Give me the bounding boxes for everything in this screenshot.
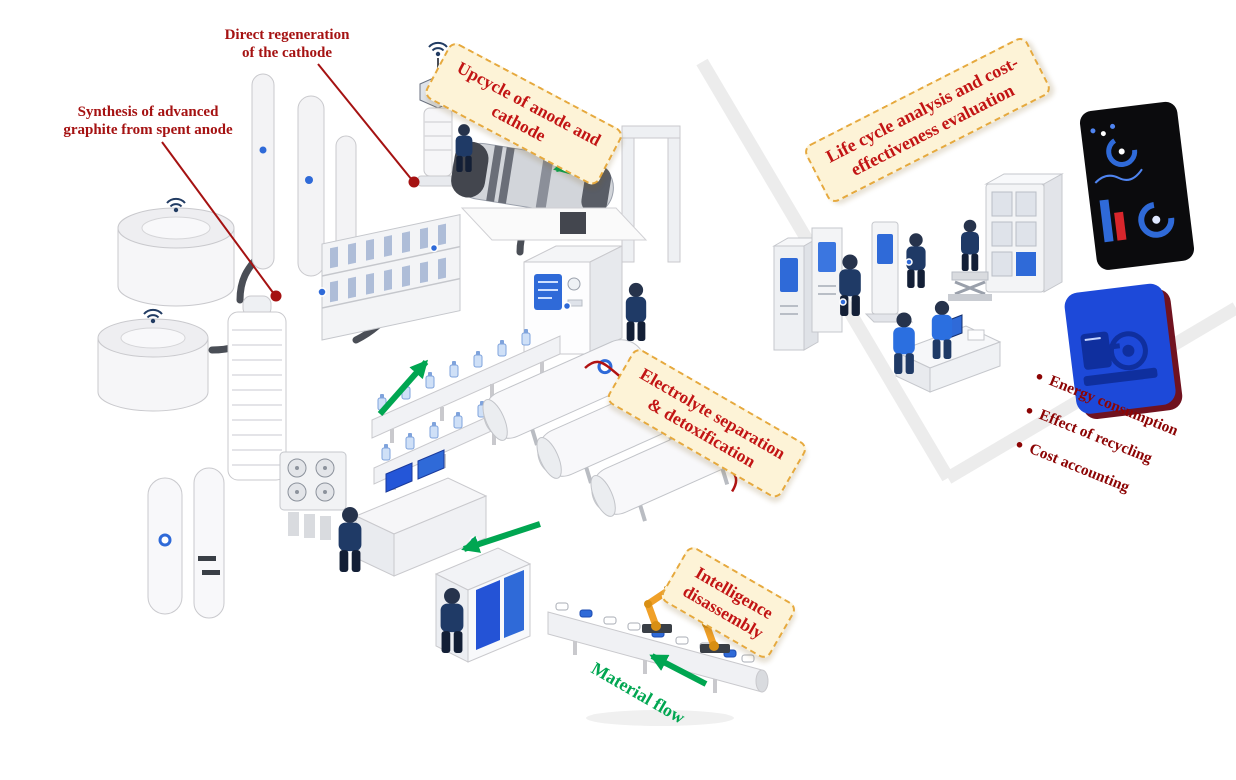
disassembly-conveyor: [547, 602, 769, 726]
bar-blue: [1099, 199, 1114, 243]
kiosk-screen: [877, 234, 893, 264]
control-console: [354, 449, 488, 577]
worker-figure: [625, 282, 647, 341]
machine-blueprint-card: [1064, 283, 1183, 420]
callout-line: Direct regeneration: [224, 27, 350, 43]
callout-synthesis: Synthesis of advanced graphite from spen…: [52, 103, 244, 140]
battery-cell: [675, 636, 689, 645]
callout-line: graphite from spent anode: [63, 122, 233, 139]
battery-bottle: [473, 350, 483, 368]
packed-column: [227, 295, 287, 481]
battery-cell: [579, 609, 593, 618]
info-kiosk: [864, 221, 914, 323]
battery-bottle: [497, 339, 507, 357]
cabinet-panel-screen: [1016, 252, 1036, 276]
cabinet-screen: [476, 580, 500, 650]
worker-figure: [961, 219, 979, 271]
electrolysis-unit: [523, 245, 623, 355]
storage-tank-2: [97, 308, 209, 412]
battery-cell: [741, 654, 755, 663]
control-cabinet: [984, 173, 1064, 293]
leader-synthesis: [161, 141, 282, 302]
donut-chart: [1138, 201, 1175, 238]
slim-tank-2: [193, 467, 225, 619]
flow-arrow-diagonal: [377, 359, 429, 416]
battery-bottle: [453, 411, 463, 429]
gantry-frame: [621, 125, 681, 263]
battery-cell: [627, 622, 641, 631]
ventilation-unit: [279, 451, 347, 540]
unit-screen: [534, 274, 562, 310]
battery-bottle: [381, 443, 391, 461]
battery-bottle: [425, 371, 435, 389]
battery-bottle: [449, 360, 459, 378]
flow-arrow-material: [649, 653, 708, 687]
gauge-chart: [1106, 135, 1138, 167]
kiln-support-table: [460, 207, 648, 241]
cabinet-screen: [504, 570, 524, 638]
server-screen: [818, 242, 836, 272]
analytics-dashboard: [1079, 101, 1195, 270]
server-towers: [772, 227, 843, 351]
bar-red: [1114, 211, 1127, 241]
battery-bottle: [405, 432, 415, 450]
scissor-lift: [948, 271, 992, 301]
callout-line: of the cathode: [242, 45, 332, 62]
console-screen: [385, 462, 413, 493]
server-screen: [780, 258, 798, 292]
callout-direct-regeneration: Direct regeneration of the cathode: [202, 26, 372, 63]
callout-line: Synthesis of advanced: [77, 104, 219, 120]
battery-cell: [555, 602, 569, 611]
slim-tank-1: [147, 477, 183, 615]
storage-tank-1: [117, 197, 235, 307]
flow-arrow-lower: [461, 521, 541, 553]
electrode-rack: [321, 214, 461, 341]
battery-bottle: [429, 421, 439, 439]
bottle-conveyor-1: [371, 328, 561, 443]
console-screen: [417, 449, 445, 480]
display-cabinet: [434, 547, 532, 663]
battery-cell: [603, 616, 617, 625]
leader-direct-regeneration: [317, 63, 420, 188]
